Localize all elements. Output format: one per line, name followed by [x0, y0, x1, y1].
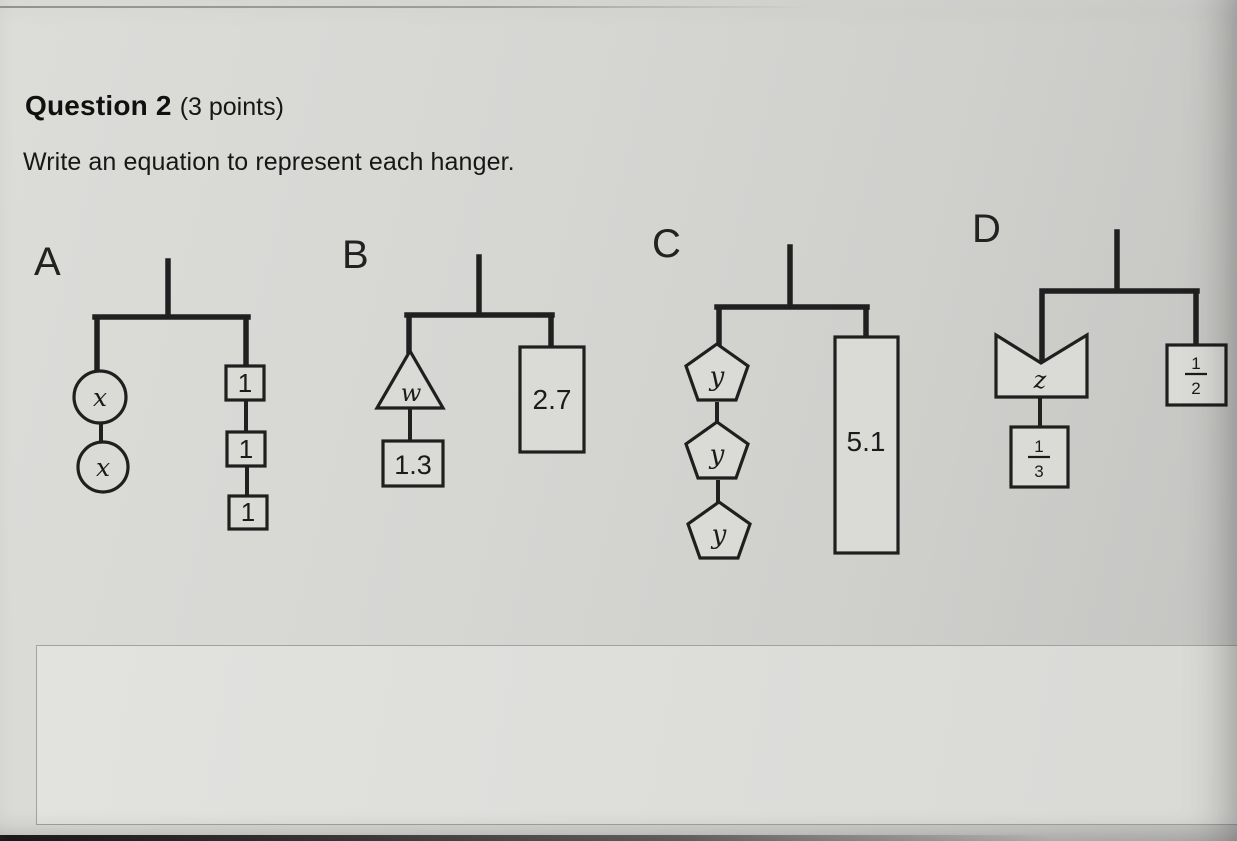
hanger-a-frame [92, 258, 251, 374]
hanger-a-square-1 [224, 364, 266, 402]
hanger-d-crown [994, 332, 1089, 399]
hanger-c-pentagon-2-label: y [709, 440, 725, 470]
hanger-c-pentagon-2 [684, 420, 750, 480]
question-heading: Question 2(3 points) [25, 90, 284, 122]
hanger-b-square-label: 1.3 [394, 450, 432, 480]
hanger-a-square-2 [225, 430, 267, 468]
hanger-a-circle-1 [72, 369, 128, 425]
hanger-a-square-3-label: 1 [241, 497, 255, 527]
hanger-c-rectangle-label: 5.1 [847, 426, 886, 457]
hanger-d-label: D [972, 207, 1001, 251]
hanger-d-fraction-square-left [1009, 425, 1070, 489]
hanger-c-pentagon-1 [684, 342, 750, 402]
hanger-a-square-3 [227, 494, 269, 531]
hanger-a-circle-2 [76, 440, 130, 494]
page-top-edge-line [0, 6, 817, 8]
photo-bottom-edge [0, 835, 1237, 841]
question-points: (3 points) [179, 93, 284, 121]
hanger-d-frac-right-denominator: 2 [1191, 379, 1200, 398]
hanger-a-connectors [99, 400, 249, 497]
hanger-a-circle-2-label: x [96, 453, 110, 482]
hanger-d-crown-label: z [1033, 366, 1047, 394]
hanger-d-fraction-square-right [1165, 343, 1228, 407]
hanger-b-rectangle-label: 2.7 [533, 384, 572, 415]
hanger-a-label: A [34, 240, 61, 284]
hanger-b-triangle [374, 347, 446, 410]
hanger-b-square [381, 439, 445, 488]
hanger-c-pentagon-1-label: y [709, 362, 725, 392]
hanger-d-frac-right-numerator: 1 [1191, 354, 1200, 373]
hanger-c-pentagon-3-label: y [711, 520, 727, 550]
hanger-d-frame [1039, 229, 1200, 362]
question-prompt: Write an equation to represent each hang… [23, 148, 515, 176]
hanger-a-square-1-label: 1 [238, 368, 252, 398]
hanger-a-circle-1-label: x [93, 383, 107, 412]
hanger-c-frame [714, 244, 870, 348]
hanger-d-frac-left-denominator: 3 [1034, 462, 1043, 481]
answer-input-area[interactable] [36, 645, 1237, 825]
hanger-b-label: B [342, 233, 369, 277]
question-number: Question 2 [25, 90, 172, 121]
hanger-c-pentagon-3 [686, 500, 752, 560]
hanger-a-square-2-label: 1 [239, 434, 253, 464]
hanger-b-frame [404, 254, 555, 354]
hanger-c-rectangle [833, 335, 900, 555]
hanger-d-frac-left-numerator: 1 [1034, 437, 1043, 456]
hanger-b-triangle-label: w [401, 379, 422, 407]
hanger-b-rectangle [518, 345, 586, 454]
hanger-diagrams: A x x 1 1 1 B w 1.3 2.7 C y y y 5.1 D z … [34, 207, 1228, 560]
hanger-c-label: C [652, 222, 681, 266]
